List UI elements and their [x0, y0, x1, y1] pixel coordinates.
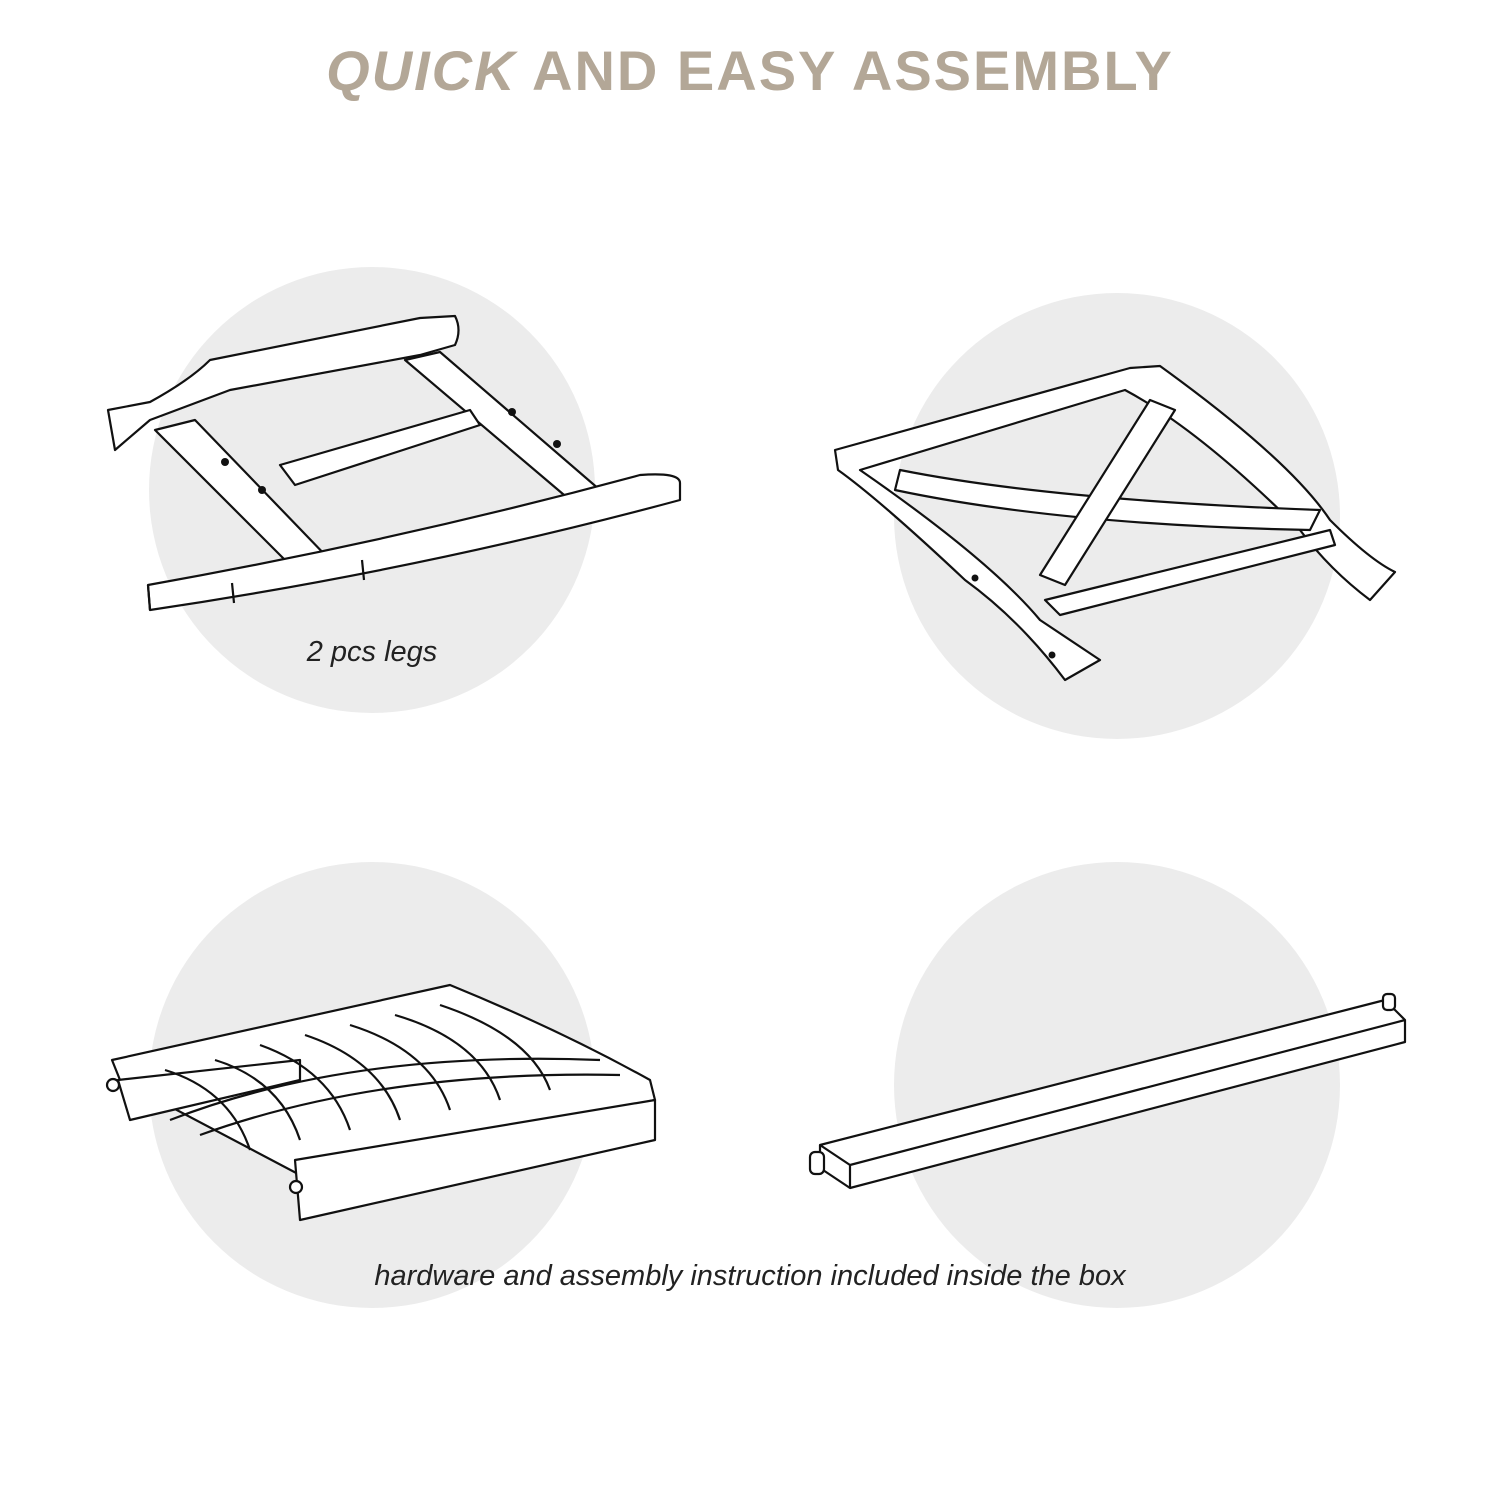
page-title: QUICK AND EASY ASSEMBLY	[0, 38, 1500, 103]
title-rest: AND EASY ASSEMBLY	[516, 39, 1174, 102]
legs-caption: 2 pcs legs	[306, 636, 438, 668]
seat-frame-illustration	[833, 364, 1397, 682]
title-italic: QUICK	[326, 39, 517, 102]
footer-note: hardware and assembly instruction includ…	[374, 1260, 1126, 1292]
crossbar-illustration	[808, 992, 1407, 1190]
seat-slats-illustration	[105, 983, 657, 1222]
legs-illustration	[106, 314, 682, 612]
